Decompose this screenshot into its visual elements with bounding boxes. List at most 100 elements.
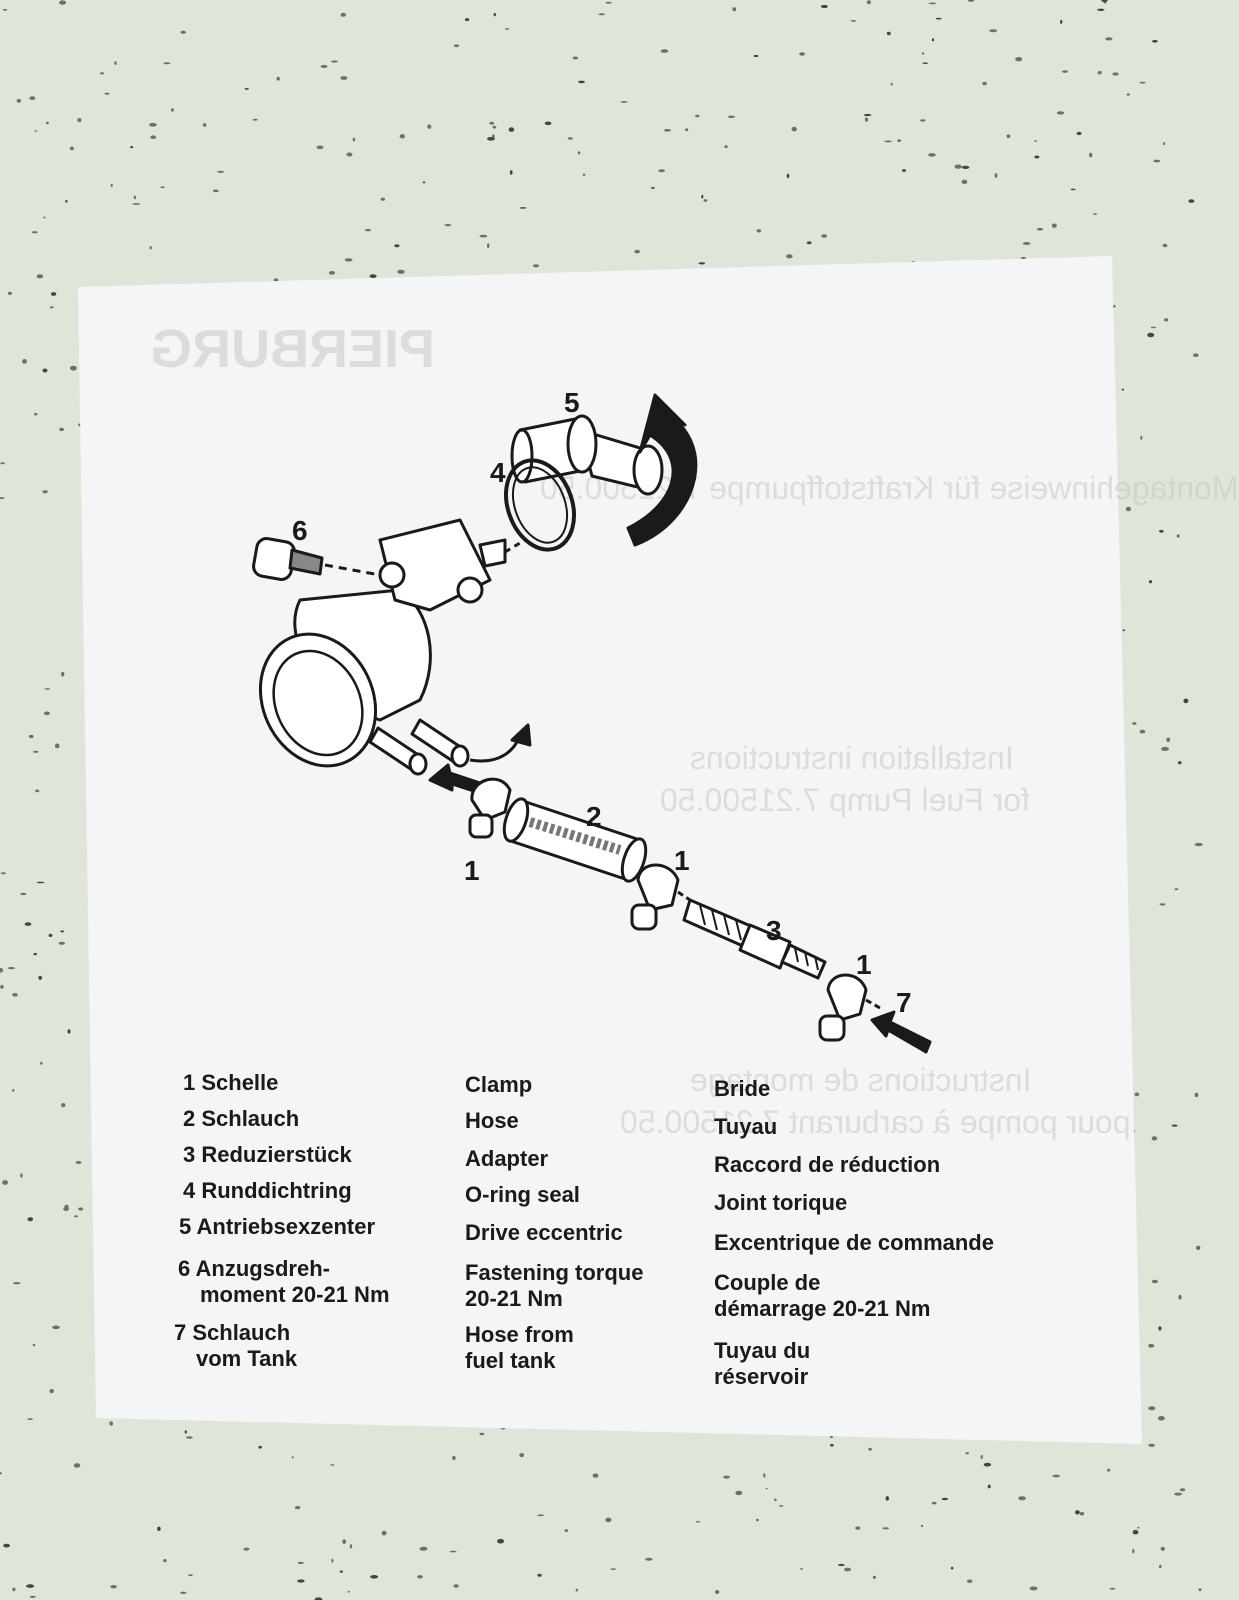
speckle bbox=[575, 1588, 578, 1592]
speckle bbox=[364, 228, 371, 232]
speckle bbox=[316, 145, 324, 150]
speckle bbox=[830, 1443, 834, 1447]
legend-de-1: 1 Schelle bbox=[183, 1070, 279, 1095]
callout-2: 2 bbox=[586, 801, 602, 832]
speckle bbox=[920, 1524, 924, 1527]
speckle bbox=[258, 1445, 263, 1449]
speckle bbox=[67, 1029, 71, 1034]
callout-5: 5 bbox=[564, 387, 580, 418]
speckle bbox=[791, 126, 797, 132]
legend-fr-1: Bride bbox=[714, 1076, 771, 1101]
speckle bbox=[1178, 1294, 1182, 1300]
bolt bbox=[252, 537, 381, 581]
speckle bbox=[1034, 155, 1040, 159]
speckle bbox=[885, 1496, 889, 1501]
speckle bbox=[493, 12, 496, 17]
speckle bbox=[1022, 242, 1031, 245]
speckle bbox=[605, 1, 612, 4]
speckle bbox=[13, 1282, 21, 1285]
speckle bbox=[188, 1574, 193, 1576]
clamp-left bbox=[468, 777, 512, 839]
speckle bbox=[1148, 1443, 1155, 1447]
speckle bbox=[32, 1343, 36, 1347]
speckle bbox=[1093, 213, 1097, 215]
speckle bbox=[31, 231, 38, 234]
speckle bbox=[901, 169, 907, 172]
speckle bbox=[1151, 1136, 1158, 1141]
speckle bbox=[149, 246, 152, 250]
speckle bbox=[592, 1473, 599, 1478]
speckle bbox=[572, 56, 579, 60]
speckle bbox=[70, 365, 77, 371]
speckle bbox=[982, 81, 987, 86]
speckle bbox=[1148, 580, 1153, 584]
legend-fr-5: Excentrique de commande bbox=[714, 1230, 994, 1255]
speckle bbox=[49, 1388, 54, 1394]
speckle bbox=[821, 234, 827, 238]
speckle bbox=[157, 1526, 161, 1532]
speckle bbox=[133, 195, 137, 200]
speckle bbox=[620, 101, 628, 103]
speckle bbox=[660, 49, 669, 53]
speckle bbox=[537, 1573, 542, 1577]
speckle bbox=[347, 1590, 350, 1593]
speckle bbox=[1140, 435, 1143, 440]
speckle bbox=[52, 1325, 60, 1330]
speckle bbox=[1179, 1488, 1186, 1492]
speckle bbox=[58, 941, 65, 945]
speckle bbox=[863, 113, 872, 117]
speckle bbox=[330, 1464, 335, 1466]
speckle bbox=[727, 115, 736, 119]
speckle bbox=[61, 671, 65, 677]
speckle bbox=[7, 291, 12, 295]
speckle bbox=[110, 183, 113, 188]
speckle bbox=[1152, 39, 1158, 43]
speckle bbox=[12, 1088, 15, 1092]
speckle bbox=[1101, 0, 1108, 3]
speckle bbox=[74, 1215, 78, 1218]
speckle bbox=[54, 743, 60, 749]
speckle bbox=[931, 38, 935, 42]
speckle bbox=[61, 1103, 66, 1108]
legend-en-3: Adapter bbox=[465, 1146, 549, 1171]
speckle bbox=[1148, 1406, 1156, 1411]
speckle bbox=[931, 1501, 937, 1505]
speckle bbox=[658, 169, 665, 173]
speckle bbox=[1174, 888, 1179, 891]
speckle bbox=[27, 1418, 33, 1420]
speckle bbox=[1056, 111, 1065, 115]
speckle bbox=[12, 993, 18, 997]
speckle bbox=[1153, 159, 1161, 163]
speckle bbox=[244, 88, 249, 90]
speckle bbox=[1157, 1416, 1165, 1421]
speckle bbox=[922, 62, 929, 64]
callout-1-right: 1 bbox=[856, 949, 872, 980]
speckle bbox=[28, 734, 34, 739]
speckle bbox=[872, 1575, 877, 1579]
speckle bbox=[1162, 243, 1168, 248]
speckle bbox=[504, 28, 510, 30]
speckle bbox=[202, 123, 207, 127]
speckle bbox=[544, 121, 552, 126]
speckle bbox=[763, 1473, 766, 1478]
speckle bbox=[850, 20, 857, 22]
speckle bbox=[422, 181, 426, 184]
speckle bbox=[786, 173, 790, 179]
speckle bbox=[1176, 534, 1180, 538]
callout-7: 7 bbox=[896, 987, 912, 1018]
speckle bbox=[20, 892, 27, 896]
instruction-sheet: PIERBURG Montagehinweise für Kraftstoffp… bbox=[78, 256, 1239, 1444]
speckle bbox=[487, 243, 490, 249]
speckle bbox=[36, 881, 45, 884]
speckle bbox=[369, 274, 377, 279]
speckle bbox=[36, 274, 44, 279]
speckle bbox=[130, 146, 134, 149]
speckle bbox=[897, 139, 902, 143]
speckle bbox=[1178, 761, 1182, 765]
legend-en-4: O-ring seal bbox=[465, 1182, 580, 1207]
speckle bbox=[1159, 903, 1166, 906]
speckle bbox=[1018, 1496, 1026, 1501]
speckle bbox=[297, 1561, 304, 1565]
speckle bbox=[1158, 1326, 1162, 1331]
speckle bbox=[765, 1487, 768, 1490]
